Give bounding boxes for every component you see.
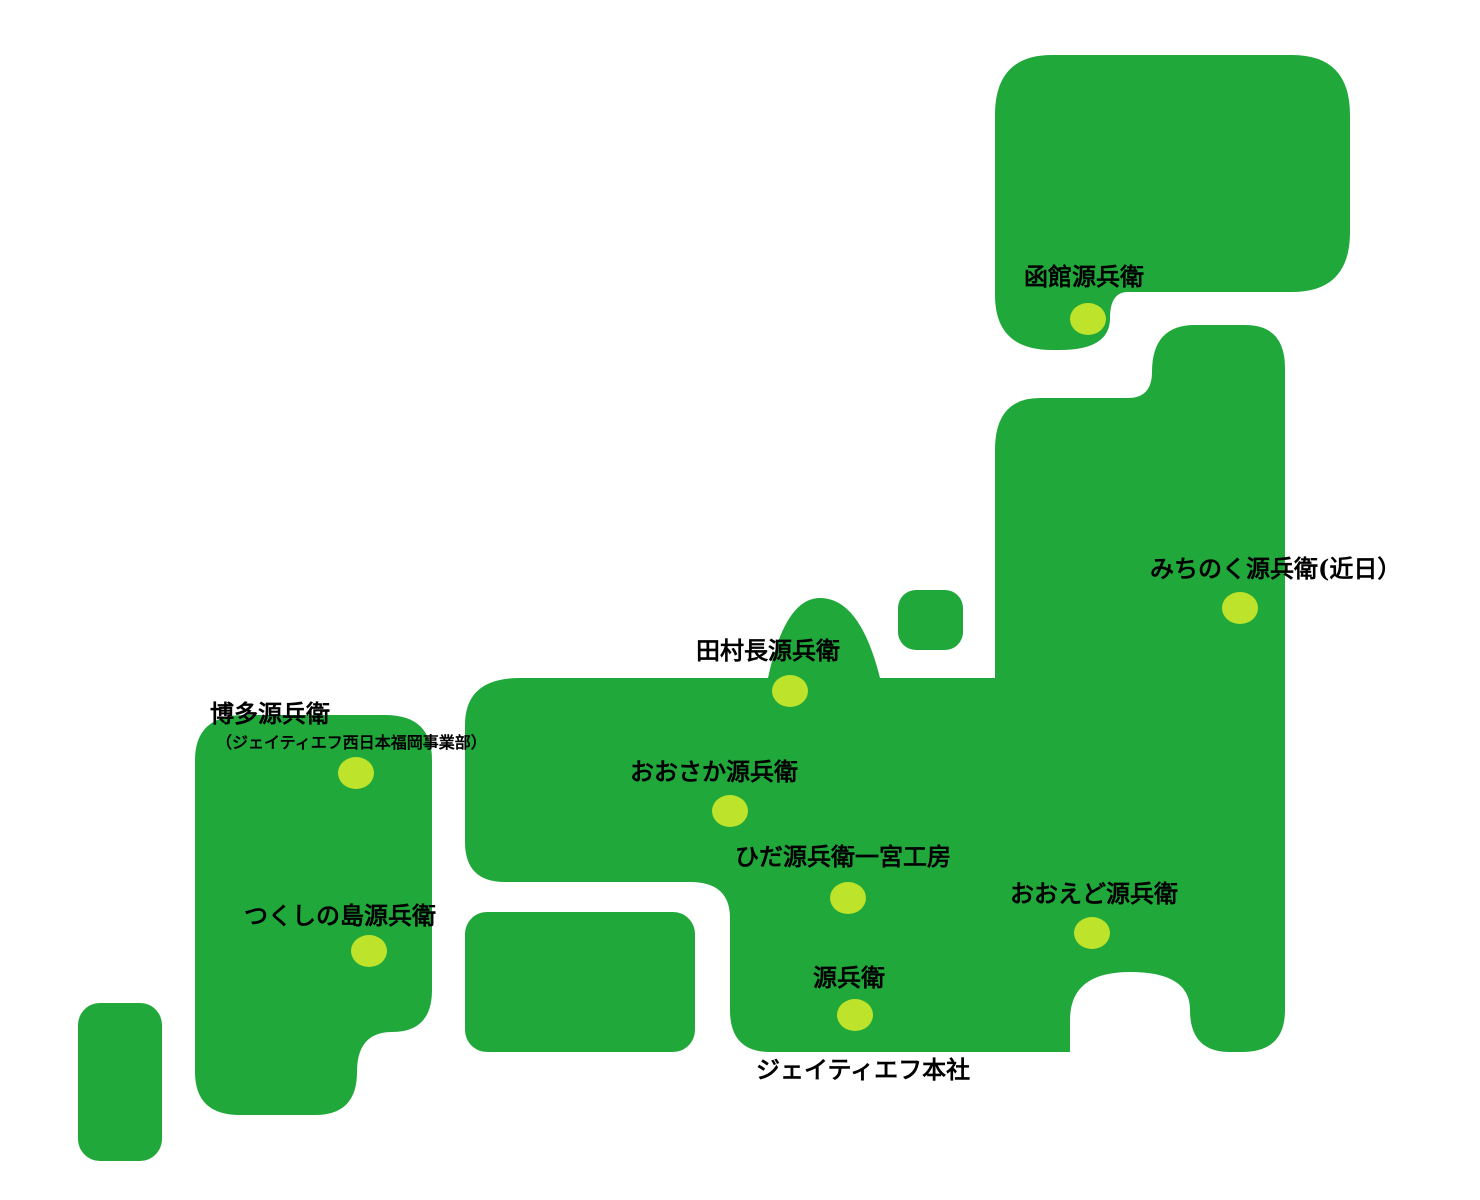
- label-hakata: 博多源兵衛: [210, 699, 330, 728]
- marker-oosaka[interactable]: [712, 795, 748, 827]
- label-headquarters: ジェイティエフ本社: [756, 1055, 971, 1084]
- label-hakata-sublabel: （ジェイティエフ西日本福岡事業部）: [216, 733, 487, 752]
- region-sado: [898, 590, 963, 650]
- marker-ooedo[interactable]: [1074, 917, 1110, 949]
- region-shikoku: [465, 912, 695, 1052]
- region-kyushu: [195, 715, 432, 1115]
- marker-hakodate[interactable]: [1070, 303, 1106, 335]
- label-tamuracho: 田村長源兵衛: [696, 636, 840, 665]
- marker-tamuracho[interactable]: [772, 675, 808, 707]
- label-oosaka: おおさか源兵衛: [630, 757, 798, 786]
- label-genbei: 源兵衛: [813, 963, 885, 992]
- marker-tsukushi[interactable]: [351, 935, 387, 967]
- label-hakodate: 函館源兵衛: [1024, 262, 1144, 291]
- region-tohoku: [995, 325, 1285, 1052]
- marker-hida[interactable]: [830, 882, 866, 914]
- label-tsukushi: つくしの島源兵衛: [244, 901, 436, 930]
- marker-hakata[interactable]: [338, 757, 374, 789]
- marker-michinoku[interactable]: [1222, 592, 1258, 624]
- label-ooedo: おおえど源兵衛: [1010, 879, 1178, 908]
- marker-genbei[interactable]: [837, 999, 873, 1031]
- region-hokkaido: [995, 55, 1350, 350]
- label-michinoku: みちのく源兵衛(近日）: [1150, 554, 1402, 583]
- label-hida: ひだ源兵衛一宮工房: [735, 842, 951, 871]
- region-southern-islands: [78, 1003, 162, 1161]
